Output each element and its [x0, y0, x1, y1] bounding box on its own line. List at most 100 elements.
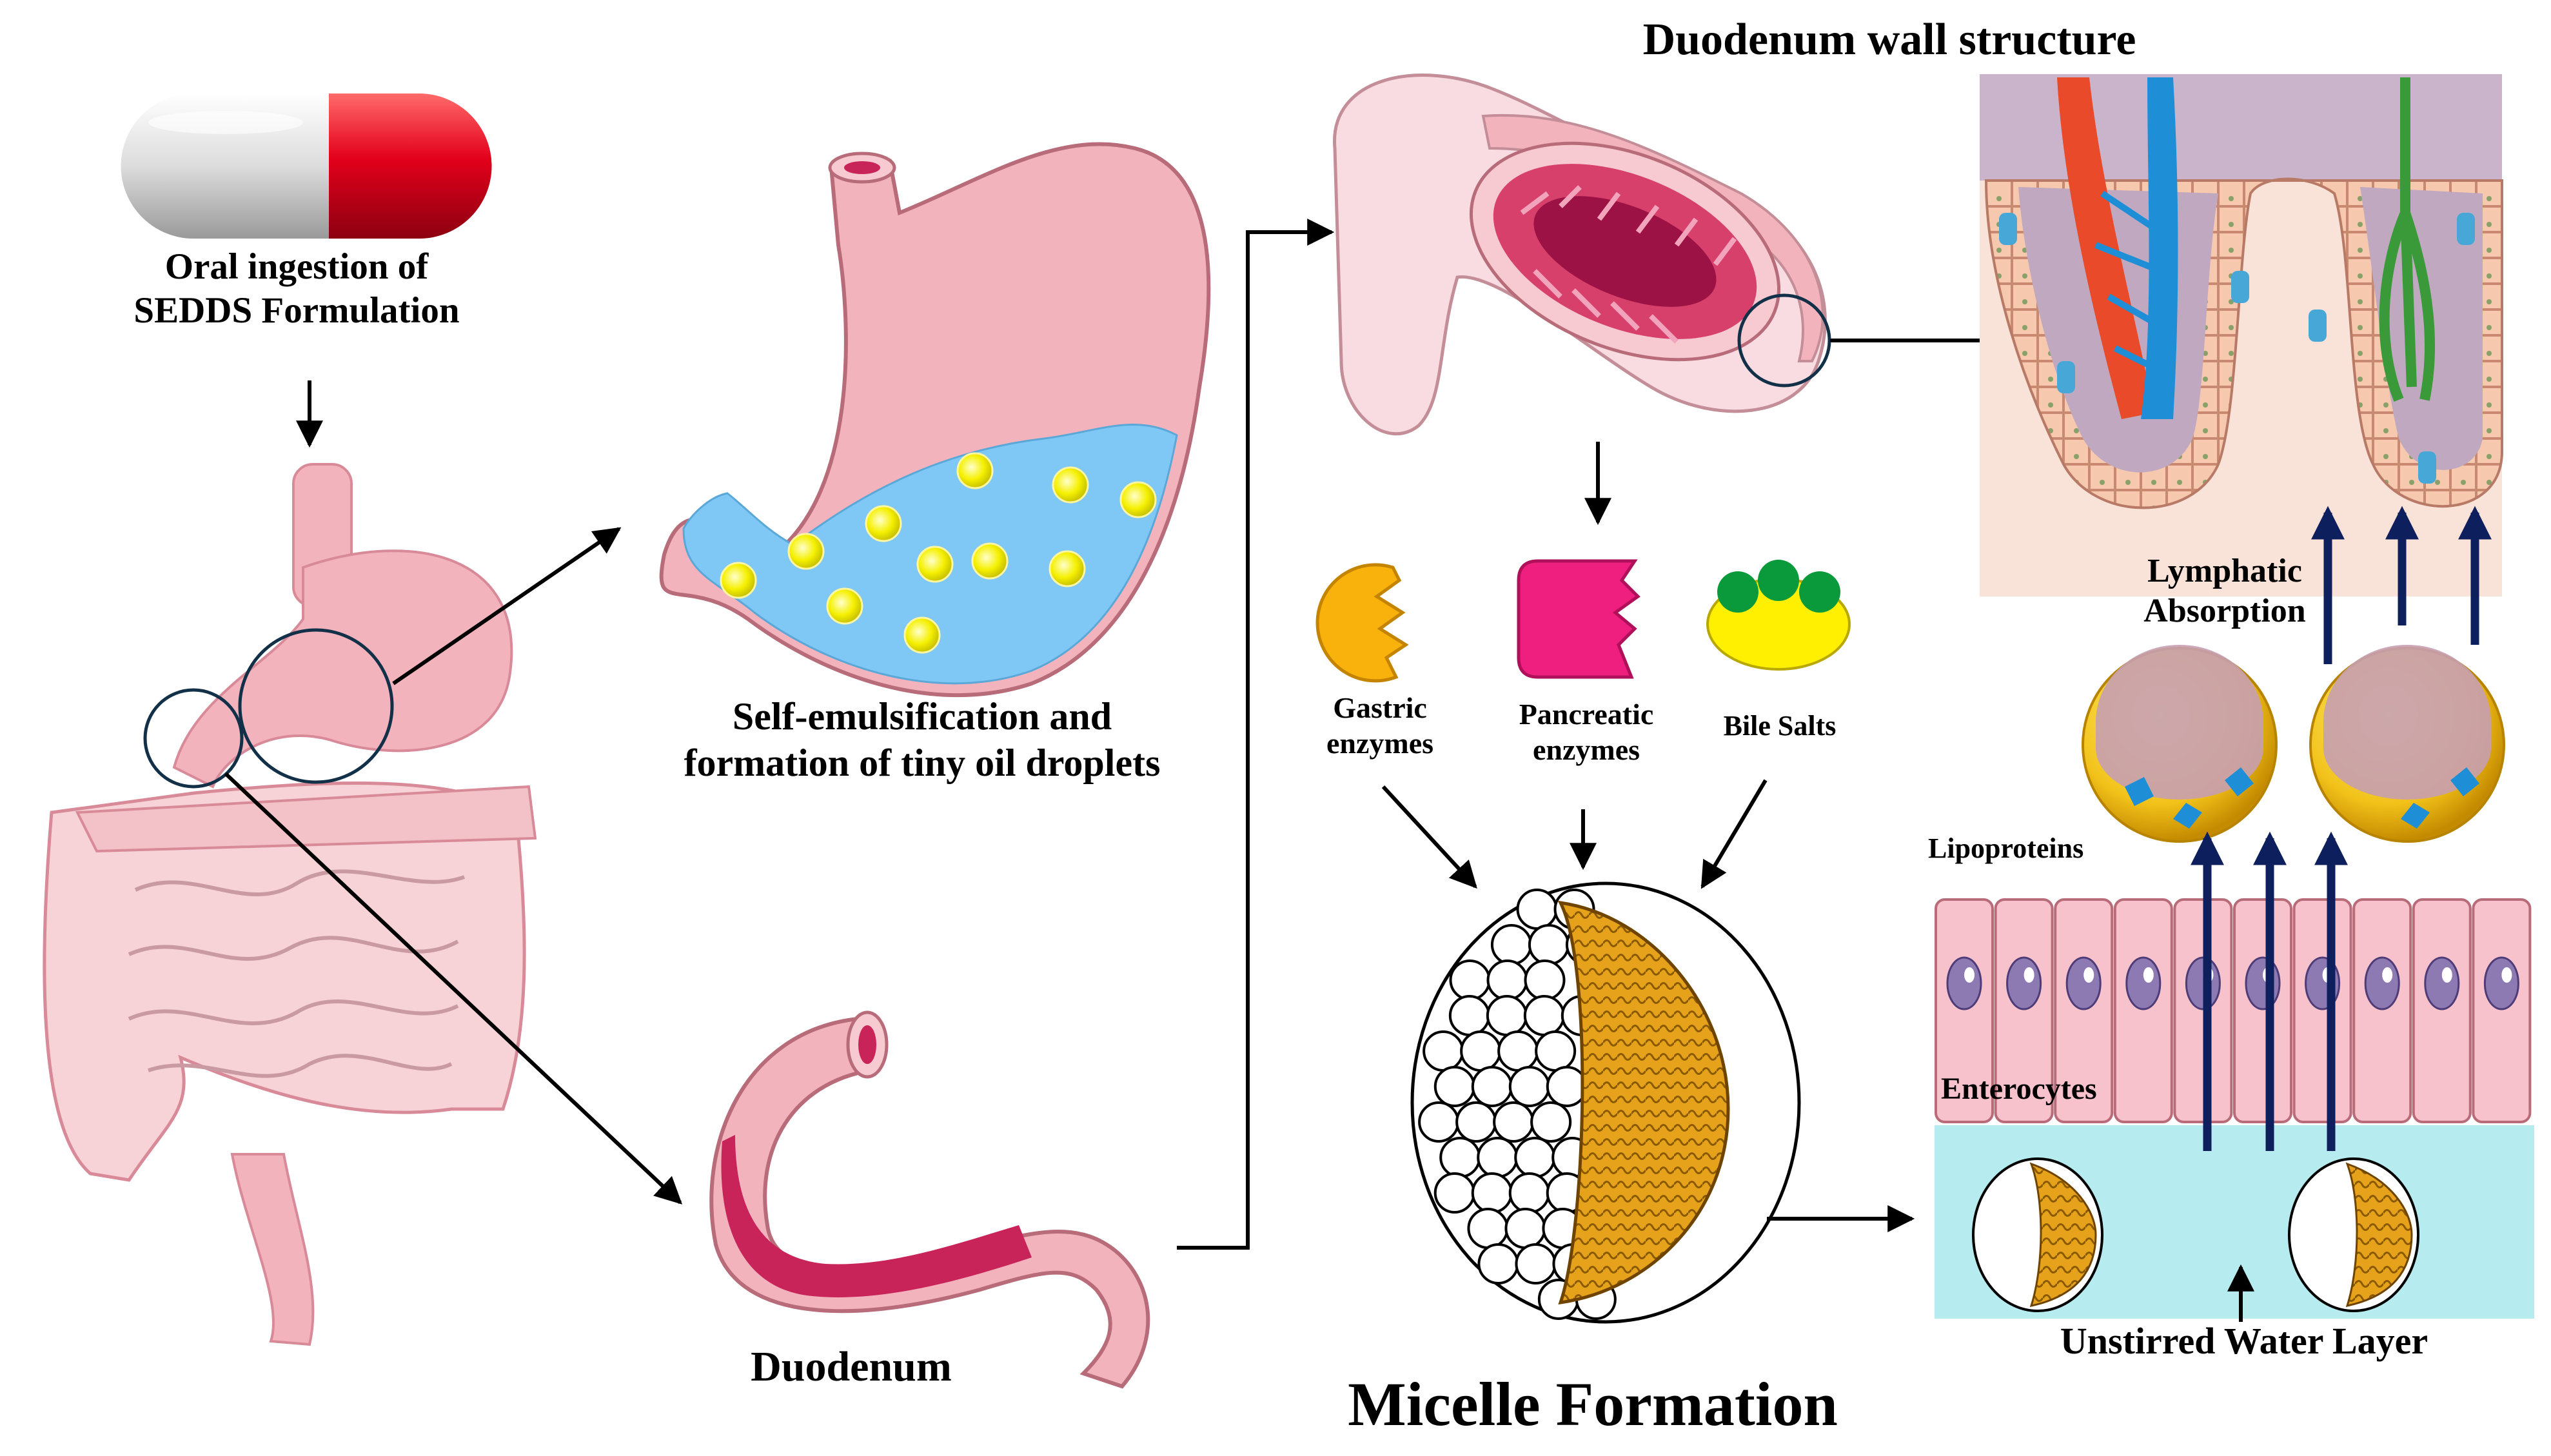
micelle-head	[1460, 1030, 1502, 1072]
enterocyte-cell	[2173, 898, 2233, 1123]
micelle-head	[1486, 995, 1528, 1036]
gastric-label-line2: enzymes	[1326, 727, 1434, 760]
duodenum-icon	[709, 1010, 1150, 1389]
micelle-head	[1471, 1172, 1513, 1214]
arrow-gastric-to-micelle	[1381, 785, 1477, 889]
enterocyte-cell	[2113, 898, 2173, 1123]
micelle-head	[1508, 1172, 1550, 1214]
absorption-arrows	[2191, 506, 2492, 1151]
oral-label-line2: SEDDS Formulation	[133, 290, 460, 331]
micelle-head	[1523, 995, 1565, 1036]
pancreatic-label-line1: Pancreatic	[1519, 698, 1654, 731]
micelle-head	[1504, 1208, 1546, 1249]
micelle-head	[1439, 1137, 1481, 1178]
gastric-enzymes-label: Gastric enzymes	[1283, 690, 1477, 761]
arrow-duodenum-to-wall	[1177, 219, 1335, 1250]
oil-droplet	[865, 505, 902, 542]
enterocyte-cell	[1994, 898, 2054, 1123]
unstirred-water-layer-label: Unstirred Water Layer	[2060, 1320, 2428, 1362]
micelle-head	[1493, 1101, 1535, 1143]
oil-droplet	[971, 542, 1009, 580]
enterocyte-cell	[2412, 898, 2472, 1123]
micelle-head	[1535, 1030, 1577, 1072]
bile-salts-label: Bile Salts	[1723, 710, 1837, 742]
lipoprotein-icon-2	[2309, 645, 2505, 843]
oil-droplets-group	[720, 452, 1157, 654]
micelle-head	[1546, 1066, 1588, 1107]
oil-droplet	[826, 587, 863, 625]
cell-nucleus	[2125, 956, 2162, 1010]
oil-droplet	[720, 562, 757, 599]
enterocytes-label: Enterocytes	[1941, 1072, 2097, 1106]
micelle-head	[1448, 995, 1490, 1036]
lipoprotein-icon	[2082, 645, 2278, 843]
lymphatic-label-line1: Lymphatic	[2147, 553, 2302, 589]
sedds-capsule-icon	[121, 93, 492, 239]
micelle-head	[1455, 1101, 1497, 1143]
micelle-head	[1433, 1172, 1475, 1214]
micelle-head	[1433, 1066, 1475, 1107]
oil-droplet	[1052, 466, 1089, 504]
oil-droplet	[916, 546, 954, 583]
stomach-zoom-circle	[238, 628, 394, 784]
micelle-head	[1490, 924, 1532, 965]
micelle-head	[1423, 1030, 1464, 1072]
oral-ingestion-label: Oral ingestion of SEDDS Formulation	[97, 245, 497, 333]
micelle-head	[1530, 1101, 1572, 1143]
micelle-head	[1467, 1208, 1509, 1249]
self-emulsification-label: Self-emulsification and formation of tin…	[619, 693, 1225, 786]
oral-label-line1: Oral ingestion of	[164, 246, 429, 287]
enterocyte-cell	[2472, 898, 2532, 1123]
gastric-enzyme-icon	[1315, 563, 1409, 683]
selfemul-label-line1: Self-emulsification and	[732, 695, 1112, 738]
micelle-head	[1497, 1030, 1539, 1072]
cell-nucleus	[2245, 956, 2281, 1010]
gastric-label-line1: Gastric	[1333, 691, 1427, 724]
cell-nucleus	[2065, 956, 2102, 1010]
lymphatic-label-line2: Absorption	[2143, 593, 2306, 630]
lipoproteins-label: Lipoproteins	[1928, 832, 2084, 864]
arrow-to-stomach	[392, 527, 622, 685]
wall-zoom-circle	[1737, 293, 1831, 388]
cell-nucleus	[2424, 956, 2460, 1010]
duodenum-zoom-circle	[143, 688, 244, 789]
lymphatic-absorption-label: Lymphatic Absorption	[2096, 551, 2354, 632]
cell-nucleus	[2364, 956, 2400, 1010]
micelle-head	[1477, 1137, 1519, 1178]
oil-droplet	[787, 533, 825, 570]
enterocyte-cell	[2054, 898, 2114, 1123]
pancreatic-enzyme-icon	[1517, 559, 1640, 679]
micelle-head	[1524, 959, 1566, 1001]
oil-droplet	[956, 452, 994, 489]
arrow-bile-to-micelle	[1700, 779, 1768, 889]
page-title: Duodenum wall structure	[1642, 15, 2136, 64]
digestive-system-icon	[43, 463, 537, 1346]
micelle-head	[1516, 889, 1558, 930]
cell-nucleus	[2185, 956, 2221, 1010]
micelle-head	[1418, 1101, 1460, 1143]
micelle-head	[1471, 1066, 1513, 1107]
enterocytes-panel	[1935, 893, 2534, 1319]
oil-droplet	[1049, 550, 1086, 587]
enterocyte-cell	[2233, 898, 2292, 1123]
pancreatic-label-line2: enzymes	[1532, 733, 1640, 767]
pancreatic-enzymes-label: Pancreatic enzymes	[1477, 696, 1696, 767]
cell-nucleus	[2483, 956, 2519, 1010]
enterocyte-cell	[2292, 898, 2352, 1123]
cell-nucleus	[2006, 956, 2042, 1010]
micelle-head	[1449, 959, 1491, 1001]
enterocyte-cell	[2352, 898, 2412, 1123]
oil-droplet	[903, 616, 941, 654]
bile-salts-icon	[1706, 560, 1851, 671]
micelle-head	[1508, 1066, 1550, 1107]
villi-panel	[1980, 74, 2503, 596]
micelle-head	[1514, 1137, 1556, 1178]
oil-droplet	[1119, 481, 1157, 518]
small-micelle-icon	[1972, 1157, 2103, 1312]
arrow-to-duodenum	[224, 772, 683, 1205]
micelle-head	[1515, 1243, 1557, 1284]
cell-nucleus	[1946, 956, 1982, 1010]
micelle-head	[1528, 924, 1570, 965]
